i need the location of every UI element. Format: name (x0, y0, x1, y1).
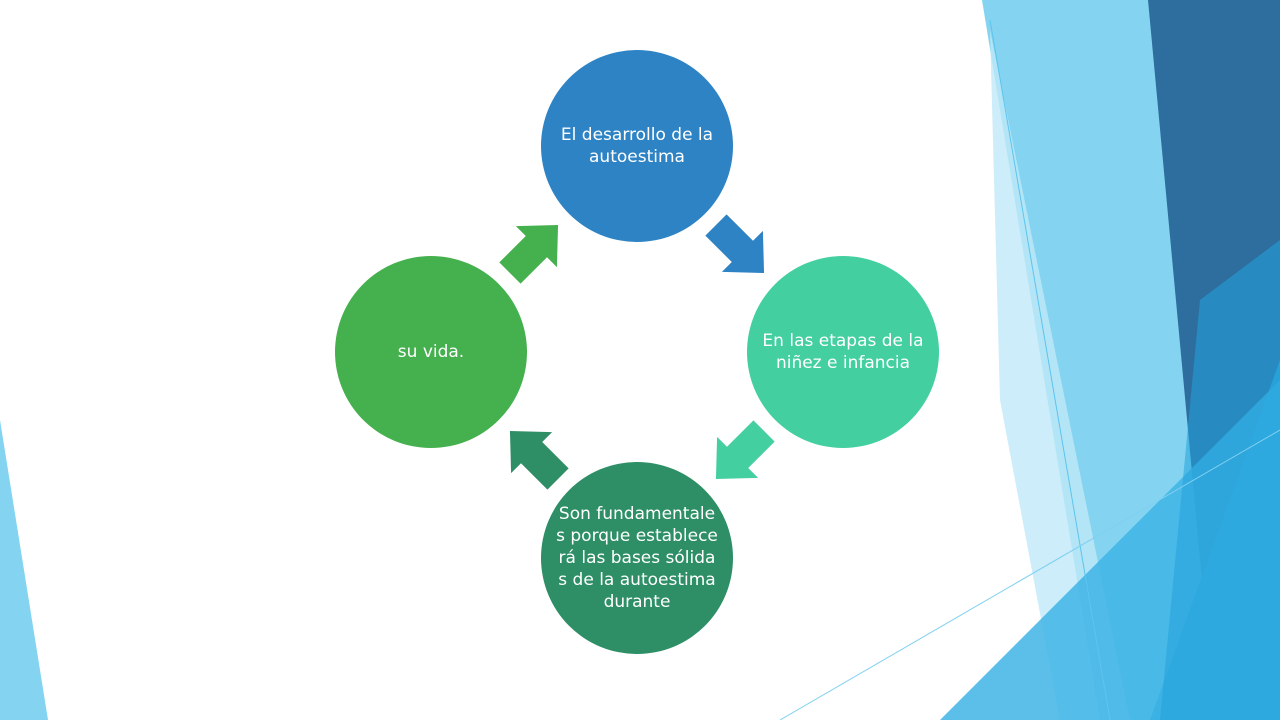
cycle-arrow-right-to-bottom (715, 420, 775, 480)
node-label-left: su vida. (397, 342, 465, 362)
deco-line (779, 429, 1280, 720)
cycle-node-top: El desarrollo de la autoestima (541, 50, 733, 242)
cycle-node-right: En las etapas de la niñez e infancia (747, 256, 939, 448)
cycle-arrow-top-to-right (705, 214, 765, 274)
cycle-arrow-left-to-top (499, 224, 559, 284)
cycle-node-bottom: Son fundamentales porque establecerá las… (541, 462, 733, 654)
cycle-node-left: su vida. (335, 256, 527, 448)
node-label-right: En las etapas de la niñez e infancia (762, 331, 924, 373)
deco-shape-cyan (1160, 240, 1280, 720)
deco-shape-pale (990, 30, 1130, 720)
cycle-arrow-bottom-to-left (509, 430, 569, 490)
deco-line (989, 19, 1111, 720)
node-label-top: El desarrollo de la autoestima (560, 125, 714, 167)
deco-shape-left (0, 420, 48, 720)
node-label-bottom: Son fundamentales porque establecerá las… (556, 504, 718, 612)
